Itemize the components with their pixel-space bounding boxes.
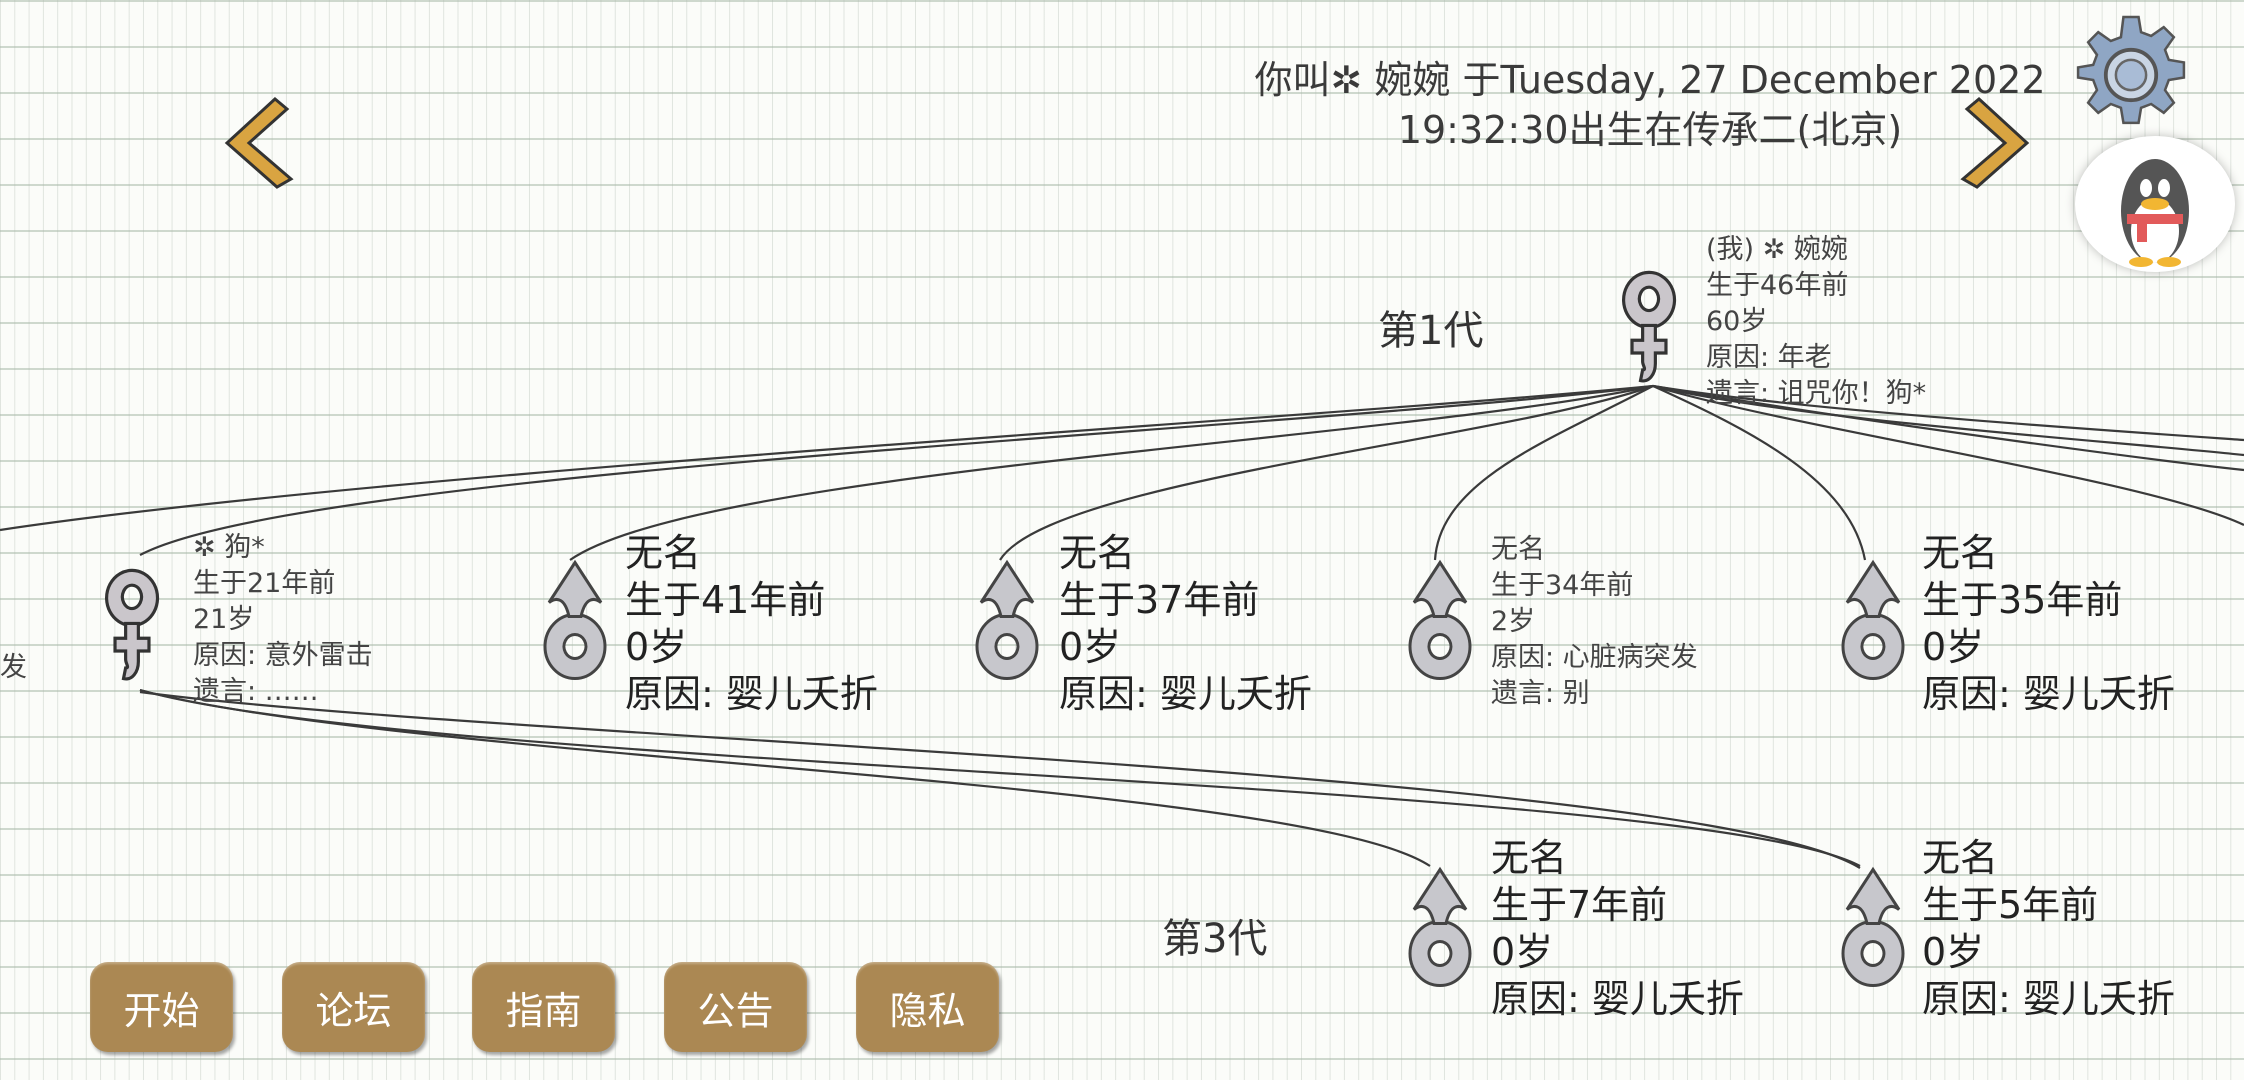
male-symbol-icon <box>1841 868 1905 987</box>
birth-info-line1: 你叫✲ 婉婉 于Tuesday, 27 December 2022 <box>1254 58 2046 102</box>
node-will: 遗言: …… <box>193 676 319 707</box>
node-born: 生于34年前 <box>1491 570 1634 601</box>
node-age: 2岁 <box>1491 606 1536 637</box>
male-symbol-icon <box>1408 868 1472 987</box>
node-age: 0岁 <box>1922 930 1985 974</box>
node-age: 0岁 <box>625 625 688 669</box>
node-age: 21岁 <box>193 604 255 635</box>
privacy-button[interactable]: 隐私 <box>856 962 999 1052</box>
node-name: 无名 <box>625 531 702 575</box>
node-name: (我) ✲ 婉婉 <box>1706 234 1848 265</box>
node-name: 无名 <box>1922 836 1999 880</box>
node-name: 无名 <box>1491 534 1545 565</box>
node-cause: 原因: 婴儿夭折 <box>625 672 878 716</box>
birth-info-line2: 19:32:30出生在传承二(北京) <box>1397 108 1903 152</box>
node-born: 生于41年前 <box>625 578 826 622</box>
node-born: 生于35年前 <box>1922 578 2123 622</box>
previous-arrow-button[interactable] <box>215 93 301 193</box>
node-name: ✲ 狗* <box>193 532 265 563</box>
node-age: 0岁 <box>1491 930 1554 974</box>
node-cause: 原因: 婴儿夭折 <box>1491 977 1744 1021</box>
guide-button[interactable]: 指南 <box>472 962 615 1052</box>
settings-gear-icon[interactable] <box>2068 12 2194 138</box>
next-arrow-button[interactable] <box>1953 93 2039 193</box>
male-symbol-icon <box>1841 561 1905 680</box>
node-will: 遗言: 别 <box>1491 678 1590 709</box>
node-cause: 原因: 年老 <box>1706 342 1832 373</box>
male-symbol-icon <box>975 561 1039 680</box>
node-cause: 原因: 婴儿夭折 <box>1922 977 2175 1021</box>
node-cause: 原因: 心脏病突发 <box>1491 642 1698 673</box>
node-born: 生于7年前 <box>1491 883 1668 927</box>
node-name: 无名 <box>1922 531 1999 575</box>
announcement-button[interactable]: 公告 <box>664 962 807 1052</box>
male-symbol-icon <box>543 561 607 680</box>
start-button[interactable]: 开始 <box>90 962 233 1052</box>
male-symbol-icon <box>1408 561 1472 680</box>
node-born: 生于5年前 <box>1922 883 2099 927</box>
offscreen-node-text: 发 <box>0 652 27 683</box>
generation-1-label: 第1代 <box>1378 308 1484 354</box>
node-age: 0岁 <box>1059 625 1122 669</box>
node-name: 无名 <box>1059 531 1136 575</box>
node-cause: 原因: 婴儿夭折 <box>1922 672 2175 716</box>
node-age: 0岁 <box>1922 625 1985 669</box>
node-cause: 原因: 婴儿夭折 <box>1059 672 1312 716</box>
node-will: 遗言: 诅咒你！狗* <box>1706 378 1927 409</box>
node-age: 60岁 <box>1706 306 1768 337</box>
qq-share-button[interactable] <box>2075 136 2235 272</box>
node-born: 生于46年前 <box>1706 270 1849 301</box>
node-born: 生于21年前 <box>193 568 336 599</box>
female-symbol-icon <box>1622 270 1677 383</box>
node-name: 无名 <box>1491 836 1568 880</box>
node-cause: 原因: 意外雷击 <box>193 640 373 671</box>
node-born: 生于37年前 <box>1059 578 1260 622</box>
birth-info-header: 你叫✲ 婉婉 于Tuesday, 27 December 2022 19:32:… <box>1200 55 2100 155</box>
qq-penguin-icon <box>2121 159 2189 267</box>
generation-3-label: 第3代 <box>1162 916 1268 962</box>
forum-button[interactable]: 论坛 <box>282 962 425 1052</box>
female-symbol-icon <box>105 568 160 681</box>
